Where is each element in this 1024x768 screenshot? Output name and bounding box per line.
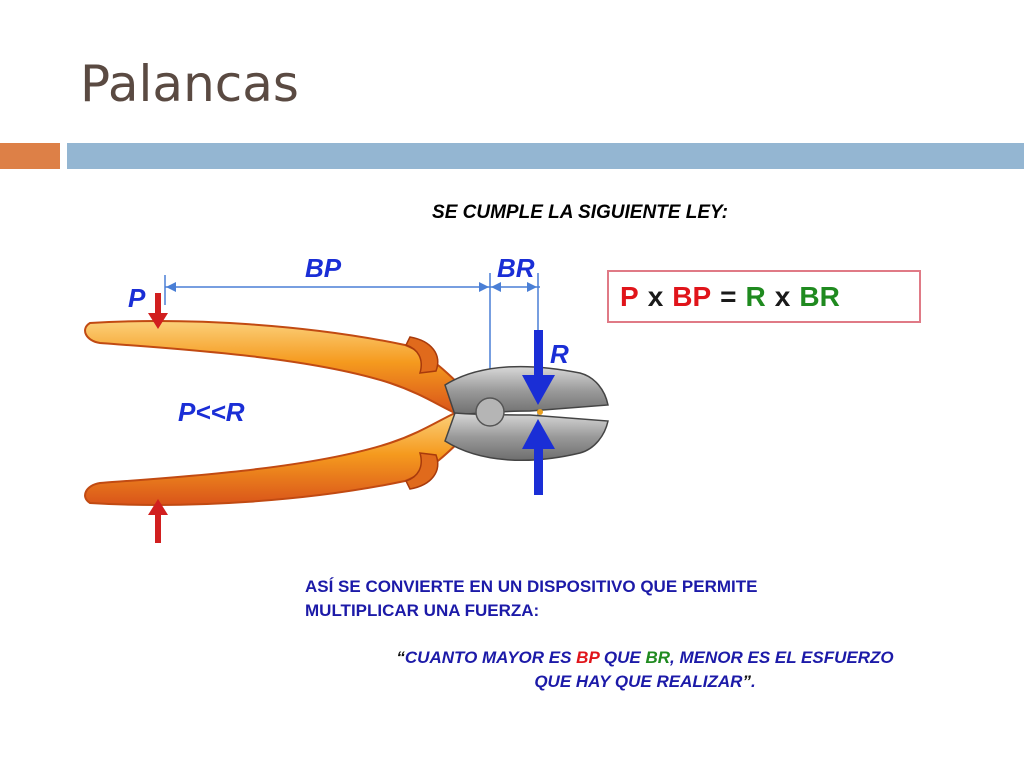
dimension-arrowheads: [166, 282, 537, 292]
quote-text-b: QUE: [599, 648, 646, 667]
quote-close-mark: ”: [742, 672, 751, 691]
formula-equals: =: [720, 280, 737, 312]
pliers-illustration: BP BR P R P<<R: [84, 253, 609, 543]
quote-block: “CUANTO MAYOR ES BP QUE BR, MENOR ES EL …: [300, 646, 990, 694]
note-line-1: ASÍ SE CONVIERTE EN UN DISPOSITIVO QUE P…: [305, 577, 758, 596]
formula-box: P x BP = R x BR: [607, 270, 921, 323]
pivot-circle: [475, 397, 505, 427]
upper-guard: [404, 336, 439, 374]
lower-jaw: [444, 412, 609, 462]
label-p-less-r: P<<R: [178, 397, 245, 427]
upper-handle: [84, 320, 472, 415]
formula-p: P: [620, 280, 639, 312]
accent-bar: [0, 143, 60, 169]
quote-br: BR: [645, 648, 671, 667]
quote-text-a: CUANTO MAYOR ES: [404, 648, 577, 667]
lower-handle: [84, 411, 472, 506]
quote-line-1: “CUANTO MAYOR ES BP QUE BR, MENOR ES EL …: [300, 646, 990, 670]
formula-times-2: x: [774, 280, 791, 312]
law-heading: SE CUMPLE LA SIGUIENTE LEY:: [432, 202, 728, 223]
quote-text-c: , MENOR ES EL ESFUERZO: [670, 648, 894, 667]
quote-open-mark: “: [396, 648, 405, 667]
force-arrow-r-top: [522, 330, 555, 405]
force-arrow-r-bottom: [522, 419, 555, 495]
note-block: ASÍ SE CONVIERTE EN UN DISPOSITIVO QUE P…: [305, 575, 985, 623]
label-r: R: [550, 339, 569, 369]
slide-title: Palancas: [80, 55, 299, 113]
quote-end: .: [750, 672, 756, 691]
formula-br: BR: [799, 280, 840, 312]
quote-text-d: QUE HAY QUE REALIZAR: [534, 672, 743, 691]
lower-guard: [404, 452, 439, 490]
force-arrow-p-bottom: [148, 499, 168, 543]
formula-times-1: x: [647, 280, 664, 312]
quote-line-2: QUE HAY QUE REALIZAR”.: [300, 670, 990, 694]
title-rule-bar: [67, 143, 1024, 169]
upper-jaw: [444, 365, 609, 416]
formula-bp: BP: [672, 280, 712, 312]
note-line-2: MULTIPLICAR UNA FUERZA:: [305, 601, 540, 620]
pliers-diagram: BP BR P R P<<R: [60, 245, 660, 555]
force-arrow-p-top: [148, 293, 168, 329]
label-p: P: [128, 283, 146, 313]
quote-bp: BP: [576, 648, 600, 667]
label-br: BR: [497, 253, 535, 283]
cut-point-dot: [537, 409, 543, 415]
label-bp: BP: [305, 253, 342, 283]
formula-r: R: [745, 280, 766, 312]
